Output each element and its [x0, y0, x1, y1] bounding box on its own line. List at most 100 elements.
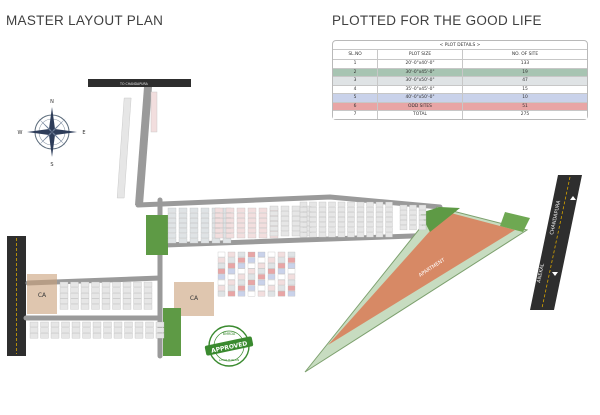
plot	[50, 321, 60, 328]
plot	[309, 227, 317, 233]
compass-north-label: N	[50, 99, 54, 105]
site-count-cell: 275	[462, 110, 587, 119]
ca-left-label: CA	[38, 292, 47, 299]
sl-no-cell: 7	[333, 110, 378, 119]
plot	[227, 291, 236, 297]
plot	[385, 212, 393, 217]
plot	[134, 327, 144, 333]
plot	[366, 227, 374, 233]
plot	[189, 238, 199, 244]
plot	[318, 201, 327, 207]
plot-size-cell: 40'-0"x50'-0"	[377, 93, 463, 102]
plot	[258, 228, 268, 234]
plot	[29, 321, 39, 328]
plot	[59, 293, 69, 299]
plot	[356, 217, 365, 222]
plot	[217, 251, 226, 258]
plot	[277, 263, 286, 269]
entry-road-plots	[116, 91, 158, 199]
plot	[124, 321, 133, 328]
plot	[267, 291, 276, 297]
plot	[101, 298, 111, 304]
plot	[70, 287, 79, 293]
plot	[247, 251, 256, 258]
plot	[418, 220, 427, 225]
plot	[356, 206, 365, 212]
plot	[145, 321, 154, 328]
plot	[40, 333, 49, 339]
stamp-bottom-text: LAYOUT PLAN	[219, 358, 239, 362]
plot	[189, 212, 199, 218]
plot	[385, 227, 393, 233]
plot	[113, 327, 123, 333]
plot	[133, 298, 142, 304]
plot	[101, 287, 111, 293]
plot	[167, 233, 177, 239]
plot	[237, 251, 246, 258]
plot	[189, 207, 199, 213]
plot	[217, 257, 226, 263]
plot	[112, 304, 121, 310]
plot	[103, 321, 112, 328]
plot	[59, 304, 69, 310]
plot	[133, 281, 142, 288]
plot	[409, 209, 417, 215]
plot	[328, 212, 336, 217]
plot-details-table: < PLOT DETAILS > SL.NO PLOT SIZE NO. OF …	[332, 40, 588, 120]
plot	[267, 257, 276, 263]
plot	[247, 212, 257, 218]
plot	[309, 232, 317, 238]
sl-no-cell: 5	[333, 93, 378, 102]
plot	[267, 268, 276, 274]
plot	[227, 285, 236, 291]
plot	[40, 327, 49, 333]
plot	[418, 215, 427, 220]
plot	[133, 293, 142, 299]
plot	[287, 257, 296, 263]
plot	[257, 291, 266, 297]
plot	[80, 304, 90, 310]
plot	[145, 333, 154, 339]
plot	[113, 333, 123, 339]
plot	[399, 204, 408, 210]
plot	[287, 251, 296, 258]
plot	[399, 215, 408, 220]
plot	[247, 291, 256, 297]
plot	[217, 285, 226, 291]
plot	[269, 231, 279, 237]
plot	[122, 298, 132, 304]
plot	[318, 227, 327, 233]
plot	[189, 218, 199, 223]
plot	[214, 212, 224, 218]
plot	[267, 263, 276, 269]
plot	[409, 204, 417, 210]
sl-no-cell: 4	[333, 84, 378, 94]
plot	[257, 274, 266, 280]
plot	[399, 225, 408, 231]
plot	[366, 217, 374, 222]
plot-size-cell: ODD SITES	[377, 101, 463, 111]
plot	[385, 232, 393, 238]
plot	[61, 333, 70, 339]
plot	[277, 285, 286, 291]
plot	[112, 281, 121, 288]
plot	[287, 291, 296, 297]
plot	[237, 279, 246, 286]
plot	[385, 217, 393, 222]
site-count-cell: 19	[462, 67, 587, 77]
entry-road	[135, 87, 152, 205]
apartment-wedge	[304, 206, 530, 373]
plot	[217, 274, 226, 280]
plot	[237, 257, 246, 263]
plot	[299, 206, 308, 212]
plot	[143, 298, 153, 304]
plot	[178, 233, 188, 239]
plot	[247, 263, 256, 269]
plot	[277, 257, 286, 263]
plot	[50, 327, 60, 333]
plot	[225, 218, 235, 223]
plot	[236, 218, 246, 223]
